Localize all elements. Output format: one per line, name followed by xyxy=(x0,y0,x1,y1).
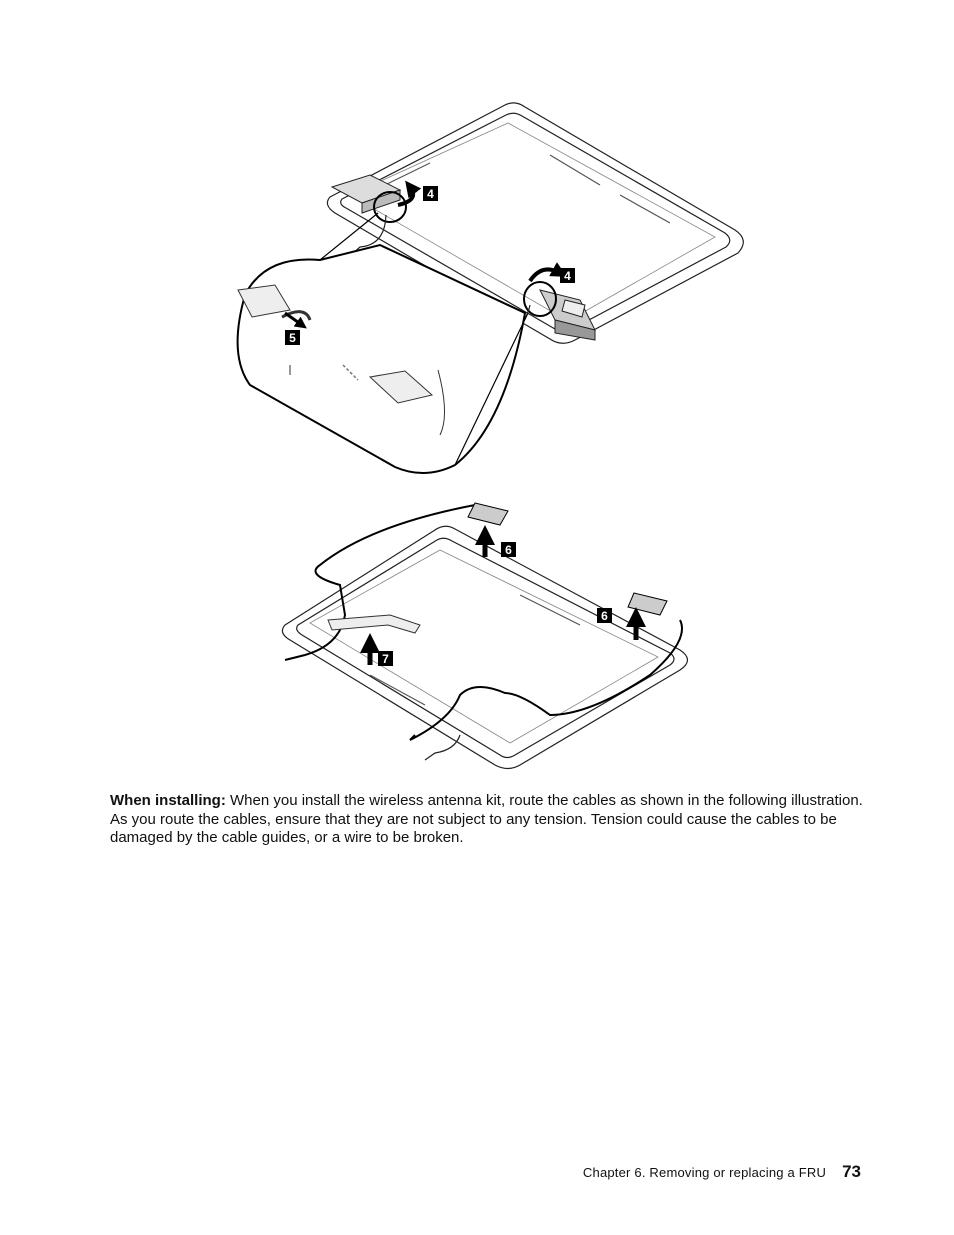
svg-text:4: 4 xyxy=(427,187,434,201)
antenna-cable-connector xyxy=(424,734,461,761)
svg-text:6: 6 xyxy=(505,543,512,557)
left-hinge xyxy=(330,174,402,214)
flat-cable xyxy=(327,614,421,634)
svg-text:7: 7 xyxy=(382,652,389,666)
rotate-arrow-left xyxy=(397,180,422,207)
installation-note-lead: When installing: xyxy=(110,792,226,809)
right-hinge xyxy=(539,289,596,341)
installation-note: When installing: When you install the wi… xyxy=(110,792,870,848)
callout-6-top: 6 xyxy=(501,542,516,557)
callout-4-left: 4 xyxy=(423,186,438,201)
callout-5: 5 xyxy=(285,330,300,345)
installation-note-text: When you install the wireless antenna ki… xyxy=(110,792,863,846)
lcd-cover-frame-top xyxy=(326,102,744,344)
antenna-module-top xyxy=(467,502,509,526)
right-hinge-highlight-circle xyxy=(523,281,557,317)
chapter-title: Chapter 6. Removing or replacing a FRU xyxy=(582,1165,827,1180)
magnified-detail-view xyxy=(236,212,529,475)
antenna-cable-second xyxy=(409,619,683,741)
rotate-arrow-right xyxy=(528,262,567,283)
callout-6-right: 6 xyxy=(597,608,612,623)
antenna-cable-top-left xyxy=(339,214,387,266)
callout-7: 7 xyxy=(378,651,393,666)
page-footer: Chapter 6. Removing or replacing a FRU 7… xyxy=(583,1162,861,1182)
page-number: 73 xyxy=(842,1162,861,1181)
svg-text:4: 4 xyxy=(564,269,571,283)
svg-text:5: 5 xyxy=(289,331,296,345)
antenna-cable-main xyxy=(284,504,476,661)
lcd-cover-frame-bottom xyxy=(281,525,689,770)
svg-text:6: 6 xyxy=(601,609,608,623)
antenna-module-right xyxy=(627,592,668,616)
callout-4-right: 4 xyxy=(560,268,575,283)
left-hinge-highlight-circle xyxy=(373,191,407,223)
antenna-removal-illustration: 4 4 5 xyxy=(210,95,760,780)
